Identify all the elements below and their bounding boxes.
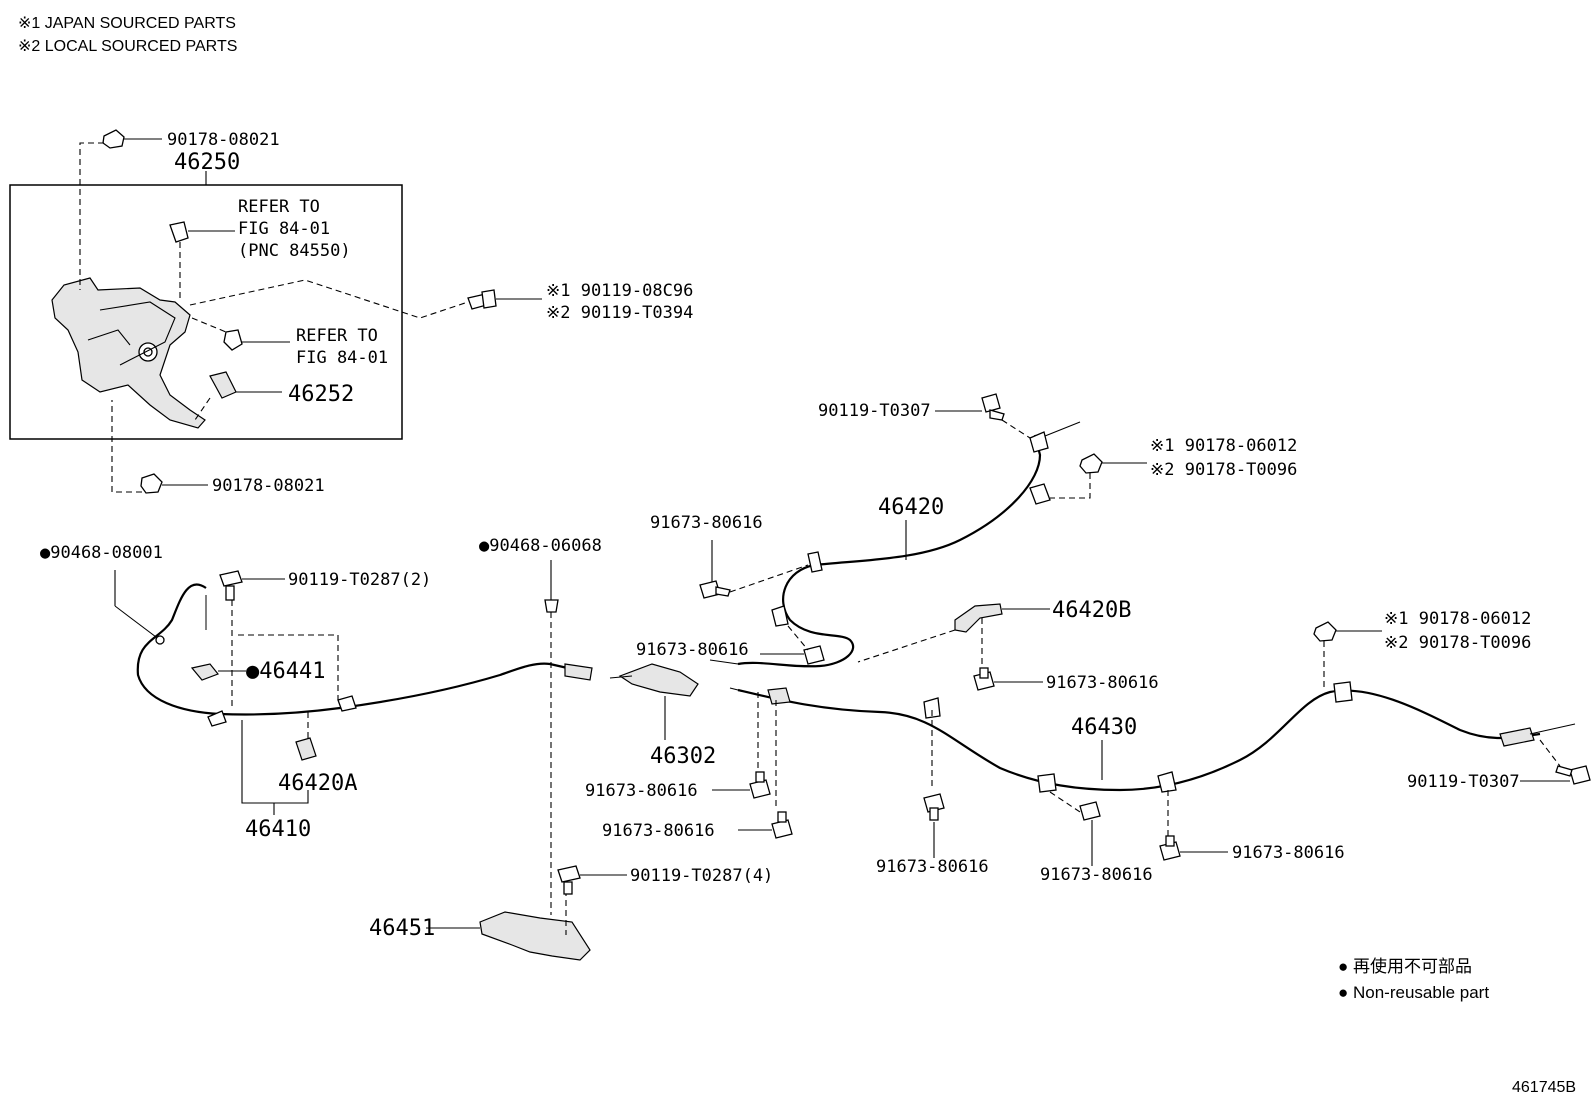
label-91673-80616-d: 91673-80616 xyxy=(876,857,989,877)
front-cable-46410 xyxy=(114,560,593,815)
label-refer-to-2: REFER TO xyxy=(296,326,378,346)
label-46420b: 46420B xyxy=(1052,598,1131,623)
bracket-46420b xyxy=(857,603,1050,691)
label-91673-80616-e: 91673-80616 xyxy=(1040,865,1153,885)
label-fig-84-01-2: FIG 84-01 xyxy=(296,348,388,368)
label-90178-06012-right: ※1 90178-06012 xyxy=(1384,609,1531,629)
bolt-91673-h-icon xyxy=(771,811,793,839)
legend-non-reusable-en: ● Non-reusable part xyxy=(1338,983,1489,1002)
bolt-icon xyxy=(467,289,497,310)
label-pnc-84550: (PNC 84550) xyxy=(238,241,351,261)
label-90119-08c96: ※1 90119-08C96 xyxy=(546,281,693,301)
bolt-t0307-top-icon xyxy=(981,393,1005,421)
label-46430: 46430 xyxy=(1071,715,1137,740)
label-46451: 46451 xyxy=(369,916,435,941)
nut-icon-bottom xyxy=(140,473,163,494)
note-local-sourced: ※2 LOCAL SOURCED PARTS xyxy=(18,38,237,55)
bolt-91673-a-icon xyxy=(699,580,731,599)
equalizer-46302 xyxy=(609,663,699,740)
label-91673-80616-a: 91673-80616 xyxy=(650,513,763,533)
label-46441: ●46441 xyxy=(246,659,325,684)
label-90468-08001: ●90468-08001 xyxy=(40,543,163,563)
label-90178-08021-bottom: 90178-08021 xyxy=(212,476,325,496)
label-90468-06068: ●90468-06068 xyxy=(479,536,602,556)
label-46420: 46420 xyxy=(878,495,944,520)
label-46302: 46302 xyxy=(650,744,716,769)
nut-icon xyxy=(102,129,125,149)
label-91673-80616-c: 91673-80616 xyxy=(1046,673,1159,693)
label-90178-t0096-right: ※2 90178-T0096 xyxy=(1384,633,1531,653)
label-91673-80616-h: 91673-80616 xyxy=(602,821,715,841)
label-90119-t0287-4: 90119-T0287(4) xyxy=(630,866,773,886)
bracket-icon xyxy=(169,221,189,243)
label-90178-t0096-top: ※2 90178-T0096 xyxy=(1150,460,1297,480)
clip-icon xyxy=(223,329,243,351)
label-90119-t0307-right: 90119-T0307 xyxy=(1407,772,1520,792)
label-fig-84-01-1: FIG 84-01 xyxy=(238,219,330,239)
clip-46420a-icon xyxy=(295,737,317,761)
figure-id: 461745B xyxy=(1512,1079,1576,1096)
label-90178-08021-top: 90178-08021 xyxy=(167,130,280,150)
label-46410: 46410 xyxy=(245,817,311,842)
bracket-46451 xyxy=(426,612,627,961)
washer-icon xyxy=(190,663,219,681)
label-91673-80616-f: 91673-80616 xyxy=(1232,843,1345,863)
bolt-91673-d-icon xyxy=(923,793,945,821)
label-91673-80616-b: 91673-80616 xyxy=(636,640,749,660)
label-refer-to-1: REFER TO xyxy=(238,197,320,217)
bolt-91673-e-icon xyxy=(1079,801,1101,821)
pedal-pad-icon xyxy=(209,371,237,399)
bolt-t0287-2-icon xyxy=(219,570,243,601)
bolt-91673-g-icon xyxy=(749,771,771,799)
label-90119-t0307-top: 90119-T0307 xyxy=(818,401,931,421)
parking-brake-pedal-assembly xyxy=(9,129,542,494)
note-japan-sourced: ※1 JAPAN SOURCED PARTS xyxy=(18,15,236,32)
bolt-t0307-right-icon xyxy=(1555,765,1591,785)
label-90178-06012-top: ※1 90178-06012 xyxy=(1150,436,1297,456)
nut-06012-top-icon xyxy=(1079,453,1103,474)
label-90119-t0394: ※2 90119-T0394 xyxy=(546,303,693,323)
label-46420a: 46420A xyxy=(278,771,357,796)
label-46252: 46252 xyxy=(288,382,354,407)
label-90119-t0287-2: 90119-T0287(2) xyxy=(288,570,431,590)
rear-cable-46430 xyxy=(712,621,1591,866)
bolt-t0287-4-icon xyxy=(557,865,581,895)
bolt-91673-b-icon xyxy=(803,645,825,665)
nut-06012-right-icon xyxy=(1313,621,1337,642)
rear-cable-46420 xyxy=(699,393,1147,668)
bolt-91673-c-icon xyxy=(973,667,995,691)
legend-non-reusable-jp: ● 再使用不可部品 xyxy=(1338,956,1472,976)
label-91673-80616-g: 91673-80616 xyxy=(585,781,698,801)
label-46250: 46250 xyxy=(174,150,240,175)
bolt-91673-f-icon xyxy=(1159,835,1181,861)
